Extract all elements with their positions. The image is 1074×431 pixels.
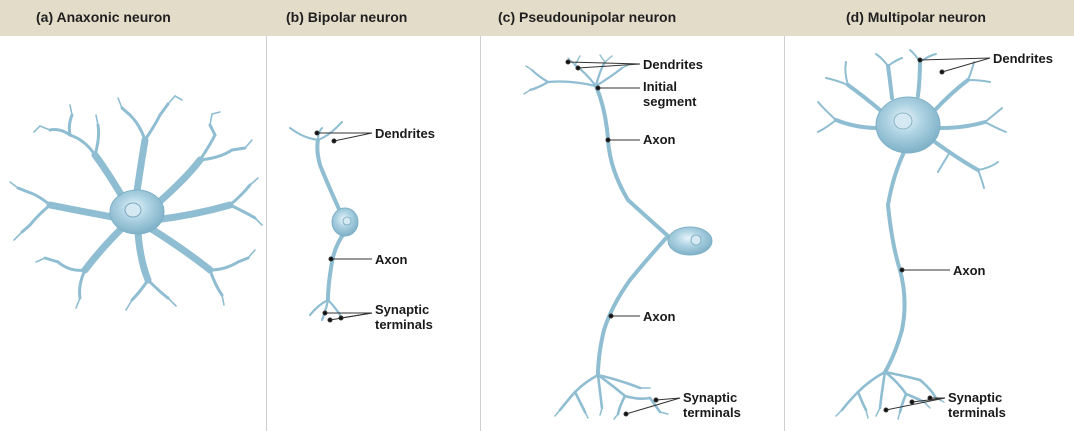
label-line: terminals [683,405,741,420]
pseudounipolar-leader-lines [566,60,680,416]
label-line: Synaptic [948,390,1002,405]
pseudounipolar-soma [668,227,712,255]
label-initial-segment: Initial segment [643,79,696,109]
pseudounipolar-neuron-drawing [524,55,668,419]
label-line: Synaptic [375,302,429,317]
label-line: Initial [643,79,677,94]
label-dendrites: Dendrites [993,51,1053,66]
label-axon: Axon [643,309,676,324]
multipolar-nucleus [894,113,912,129]
label-dendrites: Dendrites [375,126,435,141]
label-synaptic-terminals: Synaptic terminals [683,390,741,420]
label-dendrites: Dendrites [643,57,703,72]
label-axon: Axon [953,263,986,278]
label-synaptic-terminals: Synaptic terminals [948,390,1006,420]
pseudounipolar-nucleus [691,235,701,245]
label-axon: Axon [643,132,676,147]
anaxonic-nucleus [125,203,141,217]
label-line: segment [643,94,696,109]
label-axon: Axon [375,252,408,267]
bipolar-nucleus [343,217,351,225]
label-line: terminals [375,317,433,332]
label-synaptic-terminals: Synaptic terminals [375,302,433,332]
label-line: Synaptic [683,390,737,405]
label-line: terminals [948,405,1006,420]
